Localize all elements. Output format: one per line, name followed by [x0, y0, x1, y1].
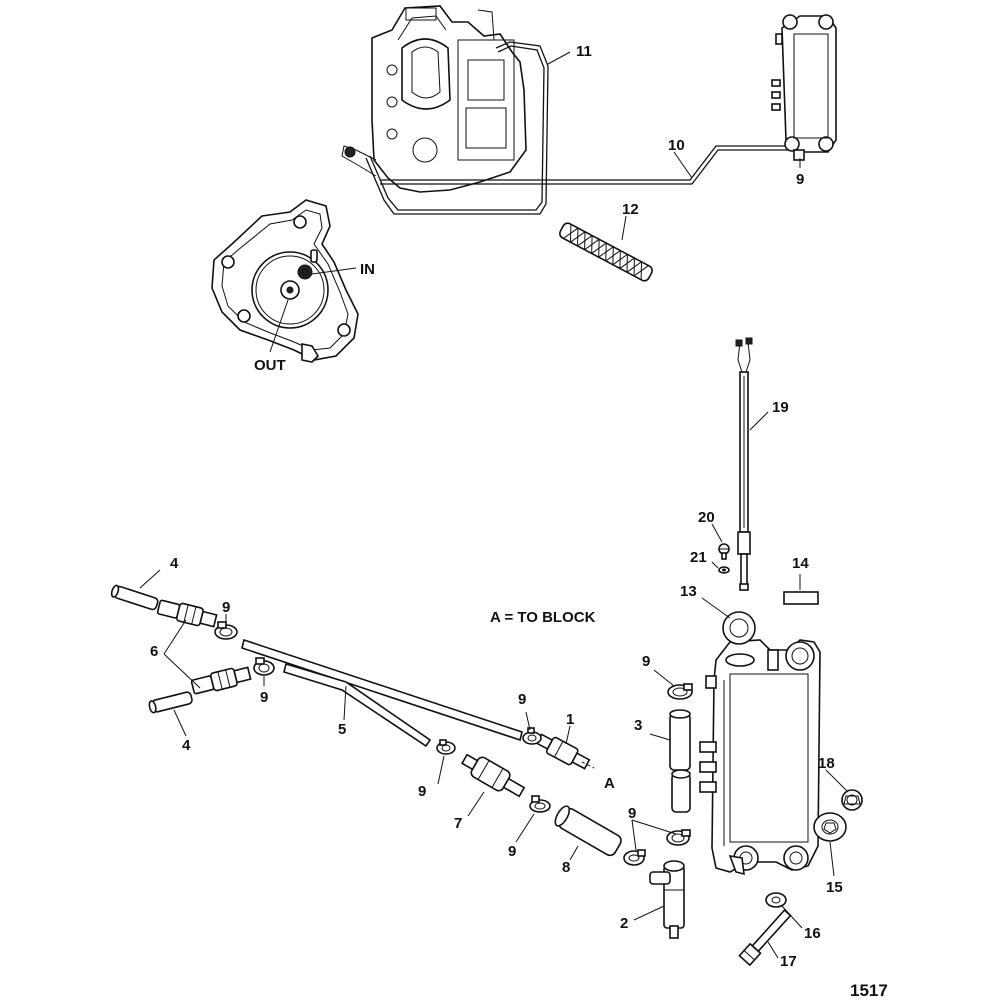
callout-15: 15 — [826, 879, 843, 896]
filter-assembly-top — [771, 14, 837, 161]
fuel-line-11 — [365, 41, 549, 215]
callout-20: 20 — [698, 509, 715, 526]
pump-out-label: OUT — [254, 357, 286, 374]
fitting-6-top — [156, 599, 218, 628]
bolt-17 — [738, 909, 792, 967]
callout-11: 11 — [576, 43, 592, 60]
sleeve-12 — [559, 222, 653, 282]
callout-19: 19 — [772, 399, 789, 416]
callout-4-bottom: 4 — [182, 737, 191, 754]
clamp-9-f2 — [623, 849, 646, 866]
pump-in-label: IN — [360, 261, 375, 278]
hose-8 — [554, 805, 622, 857]
arrow-a-label: A — [604, 775, 615, 792]
callout-8: 8 — [562, 859, 570, 876]
callout-5: 5 — [338, 721, 346, 738]
callout-12: 12 — [622, 201, 639, 218]
fuel-pump — [211, 199, 359, 363]
callout-6: 6 — [150, 643, 158, 660]
callout-14: 14 — [792, 555, 809, 572]
callout-21: 21 — [690, 549, 707, 566]
callout-2: 2 — [620, 915, 628, 932]
filter-housing-13 — [699, 611, 821, 876]
callout-9-d: 9 — [418, 783, 426, 800]
callout-17: 17 — [780, 953, 797, 970]
tee-fitting-2 — [649, 860, 685, 939]
figure-number: 1517 — [850, 981, 888, 1000]
washer-16 — [765, 892, 787, 908]
fitting-6-bottom — [190, 666, 252, 695]
clamp-9-f — [666, 829, 691, 846]
arrow-to-block — [581, 761, 595, 769]
callout-4-top: 4 — [170, 555, 179, 572]
callout-9-e: 9 — [508, 843, 516, 860]
callout-9-c: 9 — [518, 691, 526, 708]
engine-block — [341, 5, 527, 193]
hose-4-top — [110, 584, 159, 611]
hose-5 — [241, 638, 523, 748]
hose-4-bottom — [148, 691, 193, 714]
callout-9-a: 9 — [222, 599, 230, 616]
callout-16: 16 — [804, 925, 821, 942]
seal-18 — [841, 789, 863, 811]
fitting-7 — [460, 753, 526, 798]
clamp-9-e — [529, 795, 551, 813]
callout-7: 7 — [454, 815, 462, 832]
callout-10: 10 — [668, 137, 685, 154]
callout-9-top: 9 — [796, 171, 804, 188]
hose-3 — [669, 709, 691, 813]
callout-3: 3 — [634, 717, 642, 734]
callout-18: 18 — [818, 755, 835, 772]
sensor-19 — [735, 337, 753, 591]
clamp-9-g-top — [667, 683, 693, 700]
clamp-9-d — [436, 739, 456, 755]
label-14 — [783, 591, 819, 605]
fitting-1 — [535, 733, 591, 770]
callout-13: 13 — [680, 583, 697, 600]
callout-9-b: 9 — [260, 689, 268, 706]
clamp-9-c — [522, 727, 542, 745]
screw-20 — [718, 543, 730, 560]
callout-9-f: 9 — [628, 805, 636, 822]
clamp-9-a — [214, 621, 238, 640]
callout-9-g: 9 — [642, 653, 650, 670]
clamp-9-b — [253, 657, 275, 676]
washer-21 — [718, 566, 730, 574]
callout-1: 1 — [566, 711, 574, 728]
note-to-block: A = TO BLOCK — [490, 609, 596, 626]
drain-plug-15 — [813, 812, 847, 842]
leader-lines — [139, 51, 849, 959]
